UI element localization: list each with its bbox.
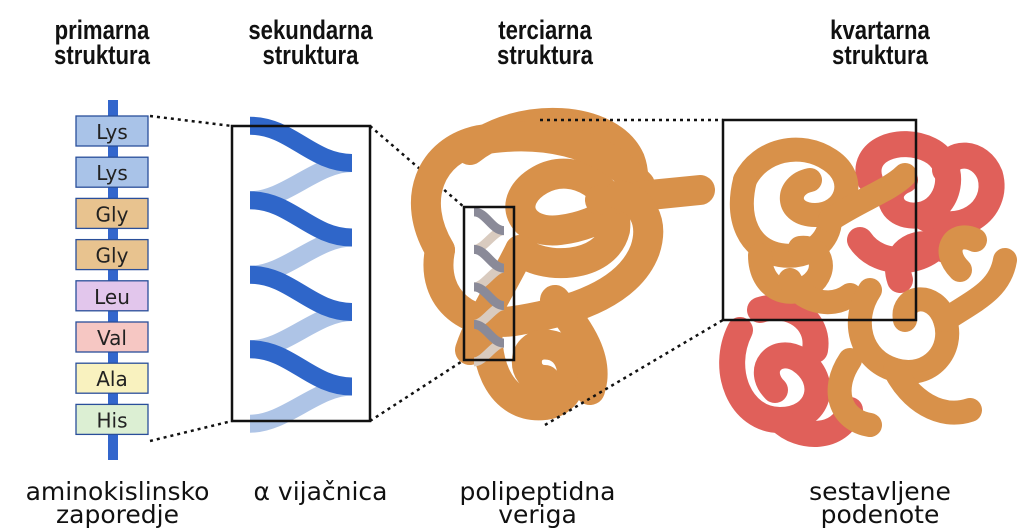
amino-acid-box: Lys xyxy=(76,157,148,187)
alpha-helix-ribbon xyxy=(250,126,352,424)
caption-secondary-line1: α vijačnica xyxy=(228,480,413,503)
caption-quaternary: sestavljene podenote xyxy=(790,480,970,526)
amino-acid-label: Ala xyxy=(96,367,128,391)
amino-acid-box: Ala xyxy=(76,363,148,393)
caption-primary: aminokislinsko zaporedje xyxy=(5,480,230,526)
tertiary-polypeptide-chain xyxy=(426,123,700,405)
caption-primary-line2: zaporedje xyxy=(5,503,230,526)
amino-acid-box: Gly xyxy=(76,198,148,228)
amino-acid-box: Lys xyxy=(76,116,148,146)
amino-acid-box: Gly xyxy=(76,240,148,270)
zoom-line-secondary-bottom xyxy=(370,360,464,421)
amino-acid-box: Leu xyxy=(76,281,148,311)
amino-acid-label: Gly xyxy=(96,244,129,268)
amino-acid-label: His xyxy=(96,408,127,432)
amino-acid-label: Leu xyxy=(94,285,130,309)
zoom-line-primary-bottom xyxy=(150,421,232,441)
amino-acid-label: Val xyxy=(97,326,127,350)
amino-acid-label: Gly xyxy=(96,202,129,226)
amino-acid-label: Lys xyxy=(96,161,128,185)
caption-secondary: α vijačnica xyxy=(228,480,413,503)
caption-tertiary: polipeptidna veriga xyxy=(440,480,635,526)
amino-acid-box: Val xyxy=(76,322,148,352)
amino-acid-label: Lys xyxy=(96,120,128,144)
caption-tertiary-line2: veriga xyxy=(440,503,635,526)
amino-acid-box: His xyxy=(76,404,148,434)
zoom-line-primary-top xyxy=(150,116,232,126)
caption-quaternary-line2: podenote xyxy=(790,503,970,526)
